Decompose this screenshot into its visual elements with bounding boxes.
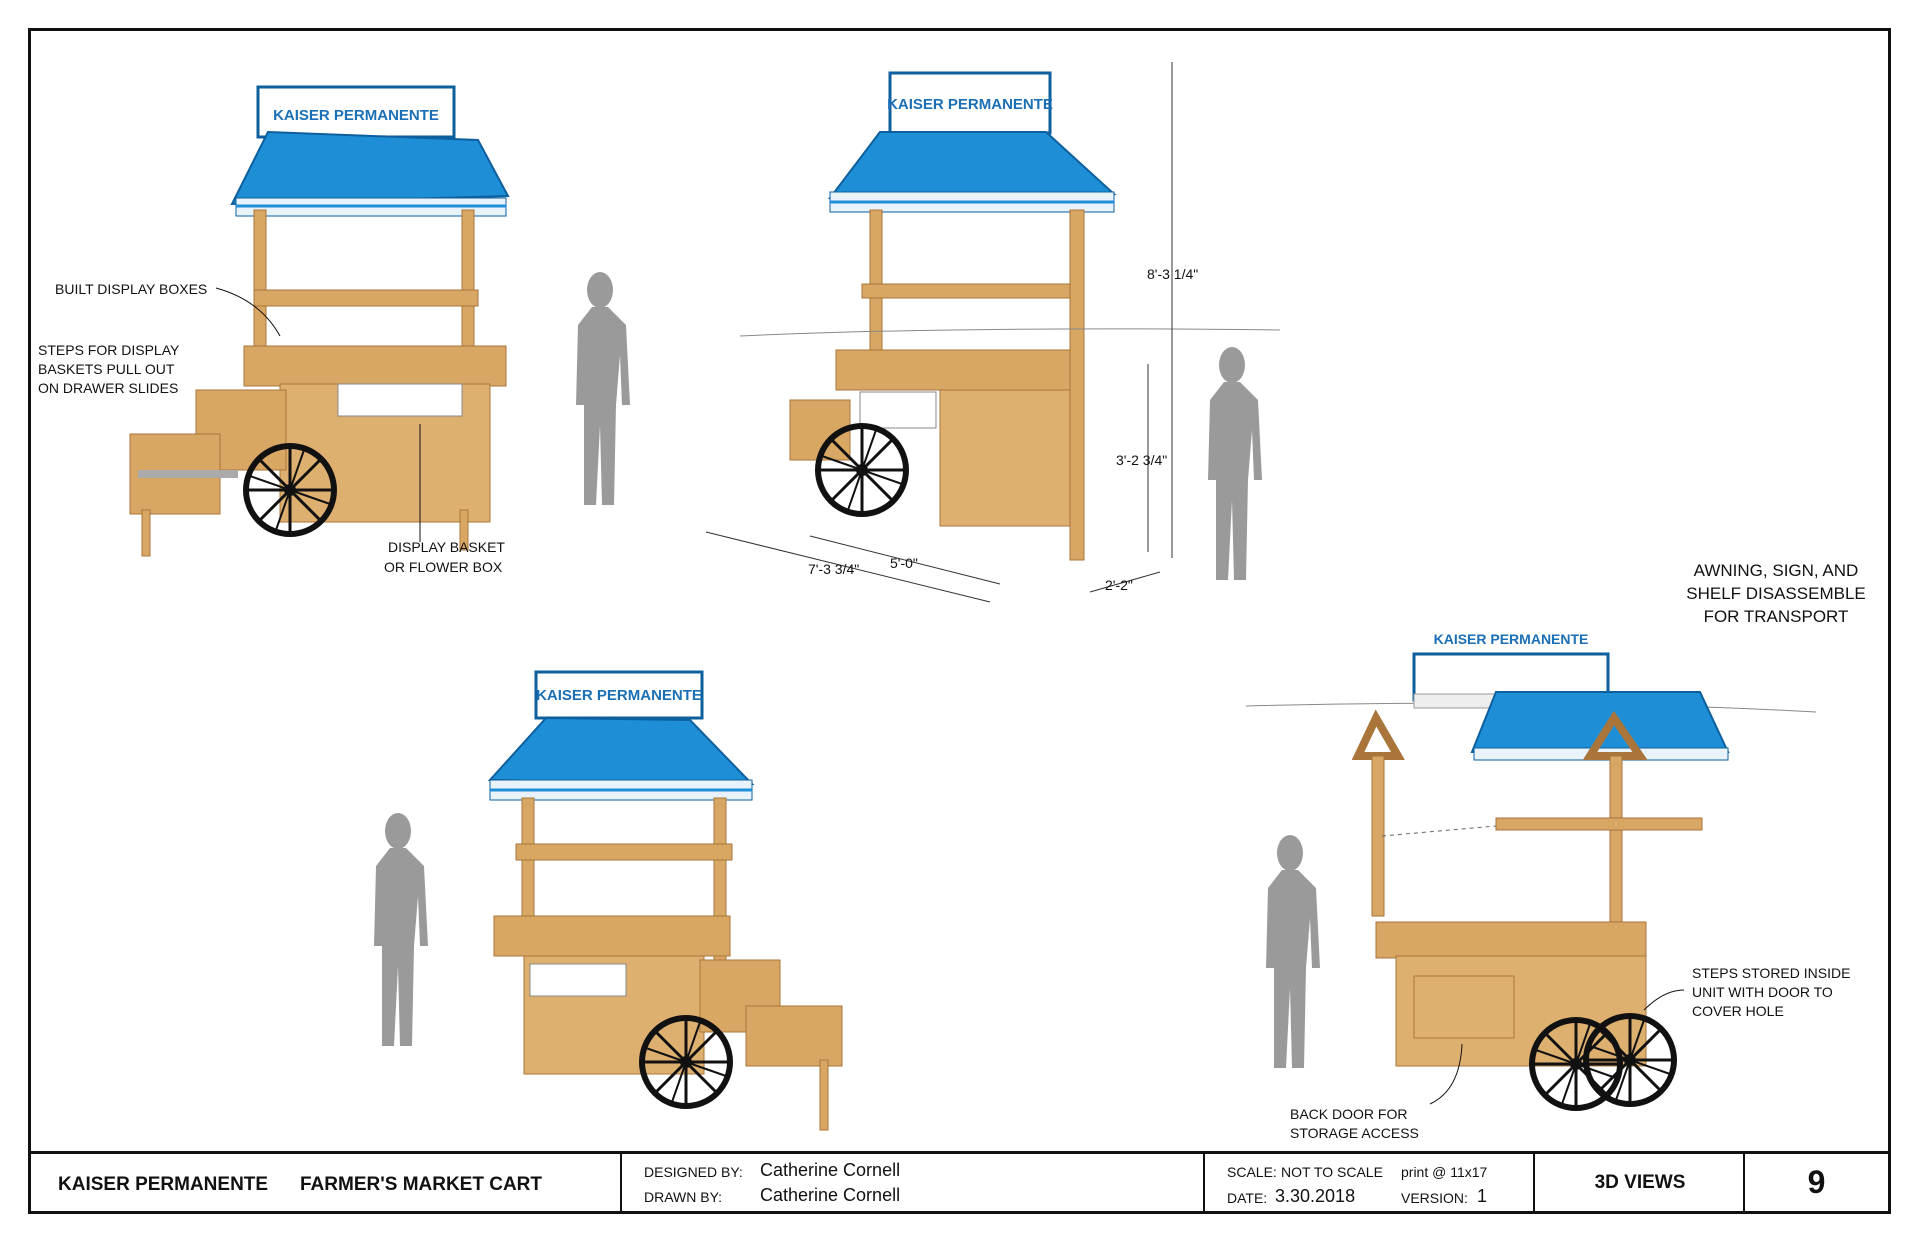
title-block-sheet-title-cell: 3D VIEWS [1535, 1154, 1745, 1214]
view-3-sign-text: KAISER PERMANENTE [536, 687, 702, 704]
note-steps-stored-line-3: COVER HOLE [1692, 1003, 1784, 1019]
title-block-project-cell: KAISER PERMANENTE FARMER'S MARKET CART [28, 1154, 622, 1214]
note-basket-line-2: OR FLOWER BOX [384, 559, 503, 575]
date-label: DATE: [1227, 1190, 1268, 1206]
note-basket-line-1: DISPLAY BASKET [388, 539, 505, 555]
view-3-cart [487, 670, 843, 1131]
version-label: VERSION: [1401, 1190, 1468, 1206]
note-steps-stored-line-2: UNIT WITH DOOR TO [1692, 984, 1833, 1000]
dim-length-overall: 7'-3 3/4" [808, 561, 859, 577]
note-back-door-line-2: STORAGE ACCESS [1290, 1125, 1419, 1141]
note-steps-line-2: BASKETS PULL OUT [38, 361, 175, 377]
version-value: 1 [1477, 1186, 1488, 1206]
dim-depth: 2'-2" [1105, 577, 1133, 593]
view-2-human-figure [1208, 347, 1262, 580]
note-steps-line-1: STEPS FOR DISPLAY [38, 342, 180, 358]
view-4-cart [1245, 652, 1817, 1108]
drawn-by-value: Catherine Cornell [760, 1185, 901, 1205]
title-block-designer-cell: DESIGNED BY: Catherine Cornell DRAWN BY:… [622, 1154, 1205, 1214]
view-4-sign-text: KAISER PERMANENTE [1434, 631, 1589, 647]
view-2-cart [739, 71, 1281, 561]
view-3-human-figure [374, 813, 428, 1046]
note-awning-line-3: FOR TRANSPORT [1704, 607, 1849, 626]
project-name: FARMER'S MARKET CART [300, 1174, 543, 1195]
note-back-door-line-1: BACK DOOR FOR [1290, 1106, 1407, 1122]
date-value: 3.30.2018 [1275, 1186, 1356, 1206]
view-1-cart [129, 85, 510, 557]
dim-height-total: 8'-3 1/4" [1147, 266, 1198, 282]
title-block-sheet-number-cell: 9 [1745, 1154, 1888, 1214]
note-built-display-boxes: BUILT DISPLAY BOXES [55, 281, 207, 297]
scale-value: NOT TO SCALE [1281, 1164, 1383, 1180]
view-4-human-figure [1266, 835, 1320, 1068]
designed-by-label: DESIGNED BY: [644, 1164, 743, 1180]
scale-label: SCALE: [1227, 1164, 1277, 1180]
dim-length-cart: 5'-0" [890, 555, 918, 571]
note-awning-line-2: SHELF DISASSEMBLE [1686, 584, 1866, 603]
leader-lines [215, 287, 1685, 1105]
view-1-sign-text: KAISER PERMANENTE [273, 107, 439, 124]
designed-by-value: Catherine Cornell [760, 1160, 901, 1180]
note-steps-line-3: ON DRAWER SLIDES [38, 380, 178, 396]
sheet-title: 3D VIEWS [1594, 1172, 1686, 1193]
note-awning-line-1: AWNING, SIGN, AND [1694, 561, 1859, 580]
drawing-sheet [28, 28, 1891, 1214]
view-2-dimension-lines [705, 62, 1173, 603]
drawn-by-label: DRAWN BY: [644, 1189, 723, 1205]
title-block: KAISER PERMANENTE FARMER'S MARKET CART D… [28, 1151, 1891, 1214]
sheet-number: 9 [1807, 1164, 1826, 1200]
view-1-human-figure [576, 272, 630, 505]
title-block-scale-cell: SCALE: NOT TO SCALE print @ 11x17 DATE: … [1205, 1154, 1535, 1214]
view-2-sign-text: KAISER PERMANENTE [887, 96, 1053, 113]
note-steps-stored-line-1: STEPS STORED INSIDE [1692, 965, 1850, 981]
dim-height-counter: 3'-2 3/4" [1116, 452, 1167, 468]
client-name: KAISER PERMANENTE [58, 1174, 269, 1195]
print-size: print @ 11x17 [1401, 1164, 1488, 1180]
